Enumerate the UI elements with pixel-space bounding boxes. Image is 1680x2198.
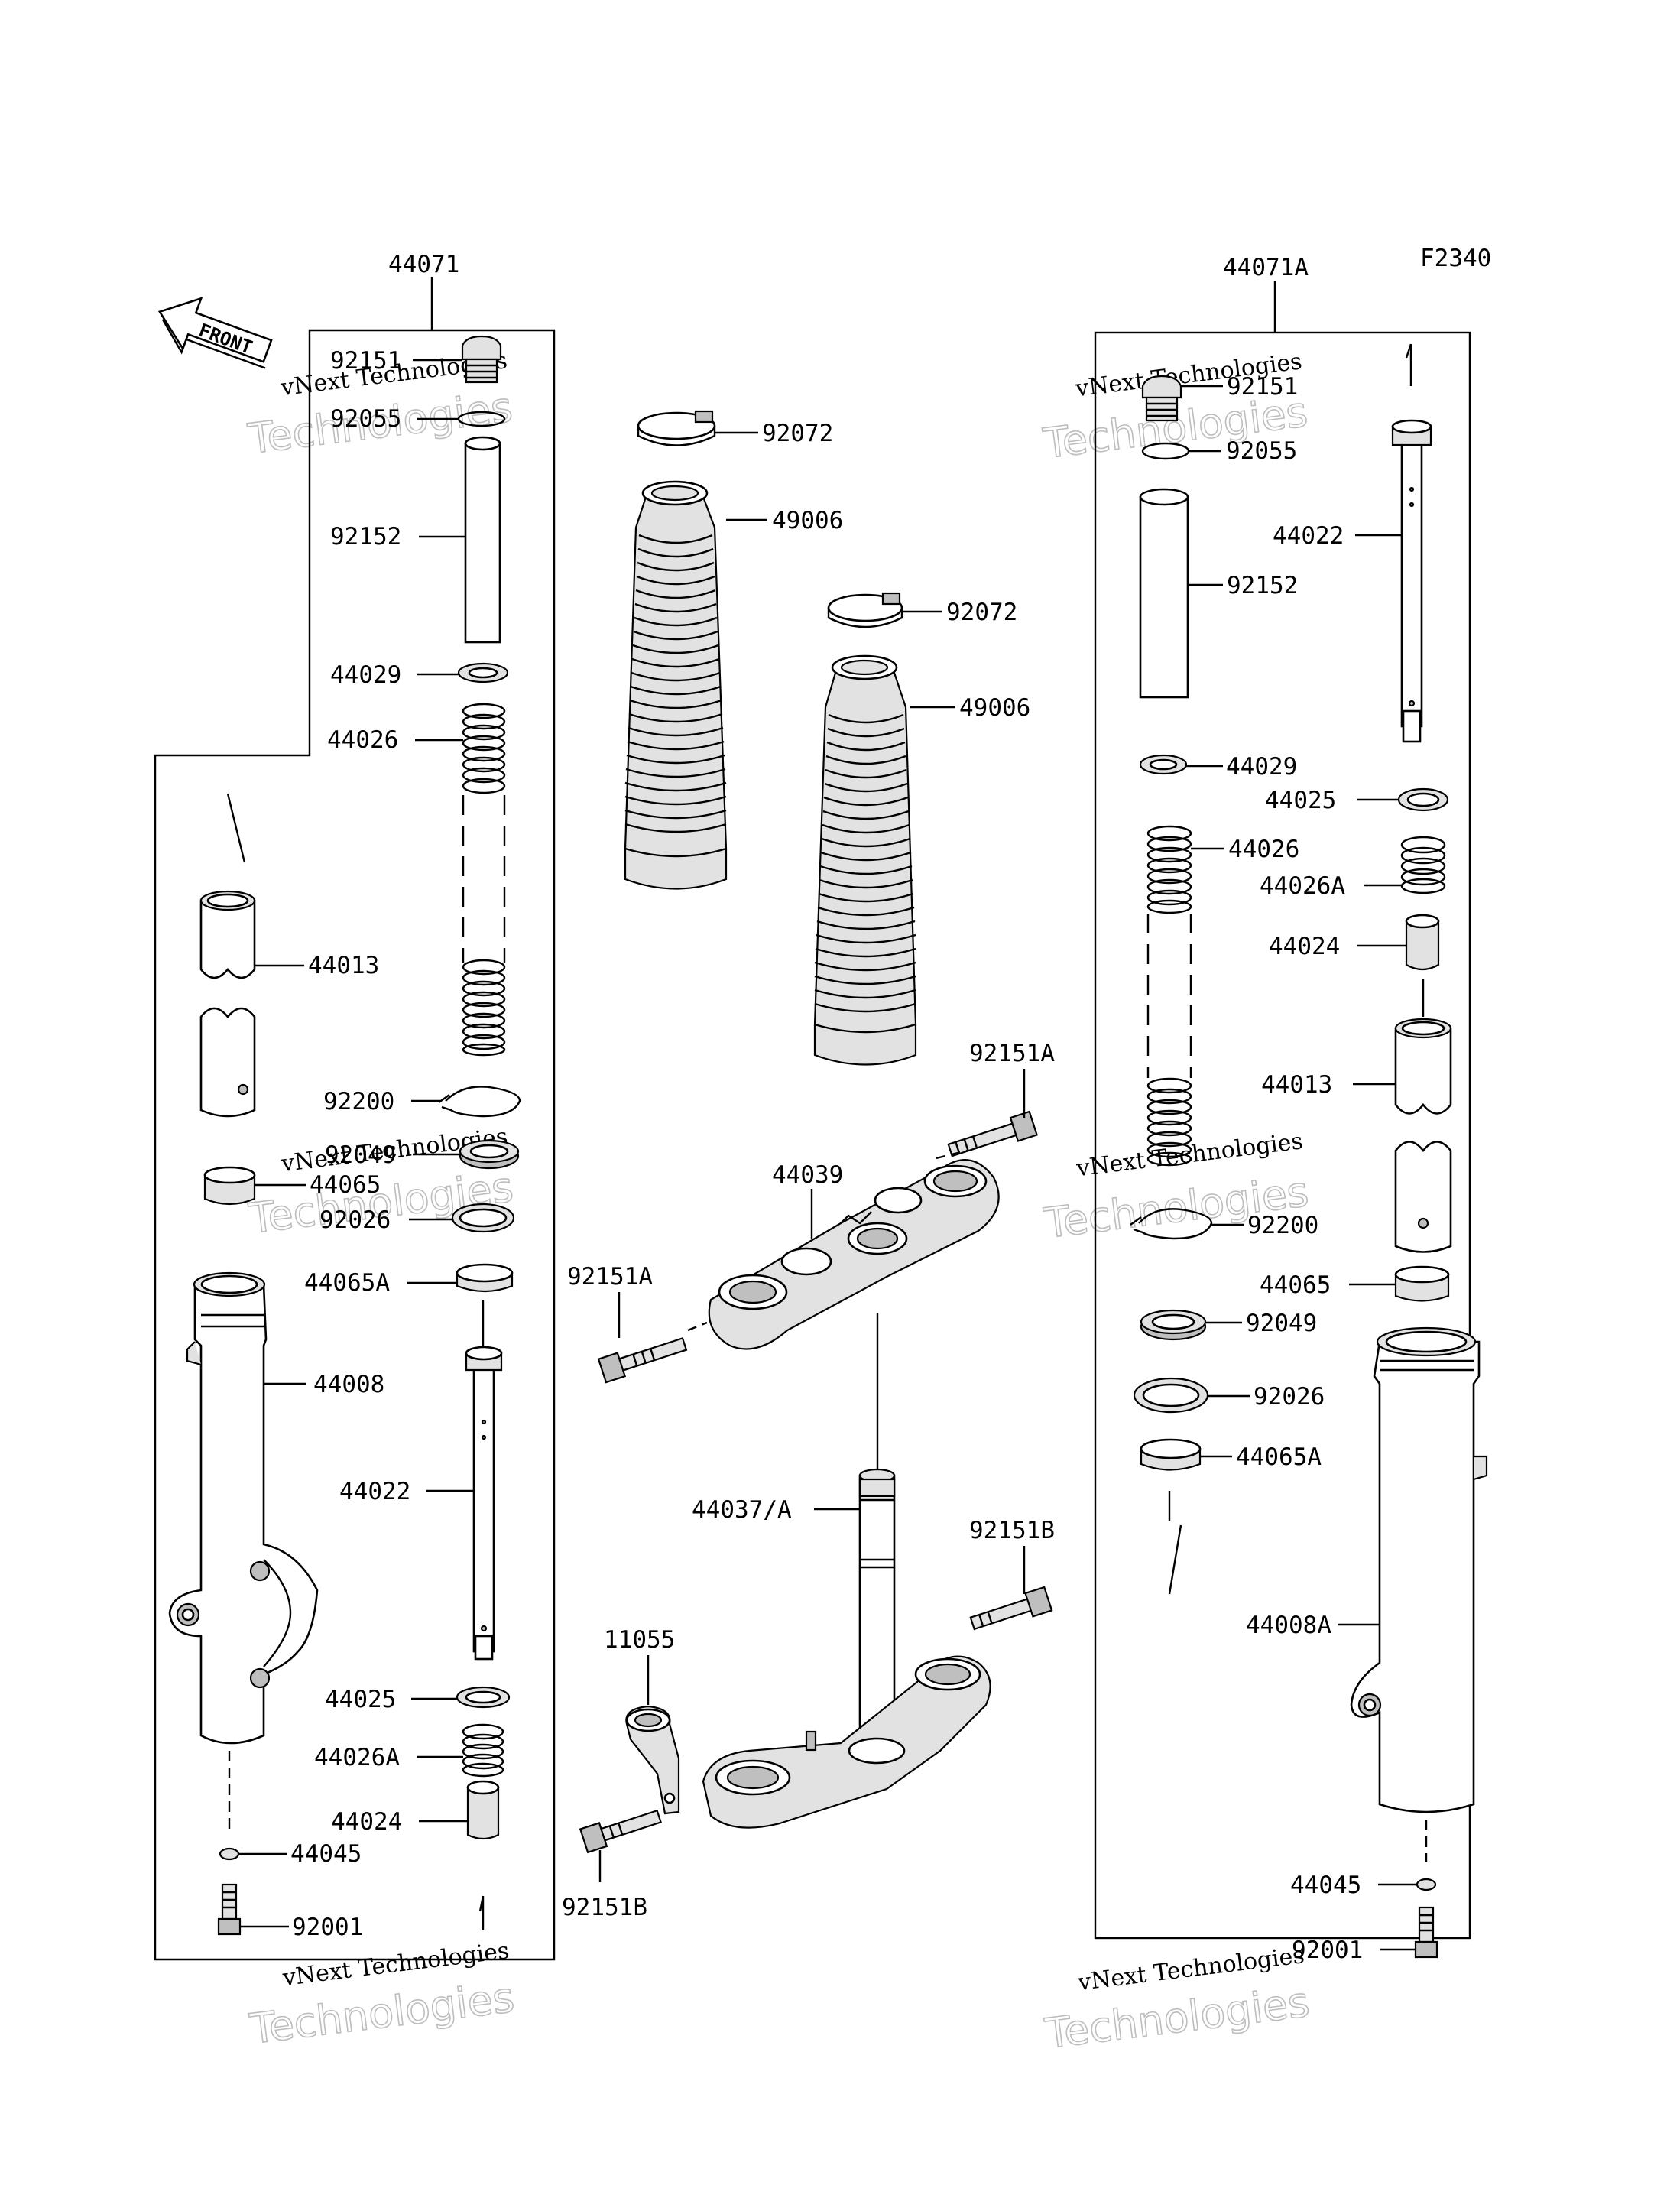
right-guide-bush-a	[1140, 1438, 1202, 1471]
boot-clamp-2	[827, 592, 903, 628]
label-right-guide-bush: 44065	[1260, 1271, 1331, 1299]
right-outer-tube	[1350, 1326, 1488, 1813]
label-left-rebound-spring: 44026A	[314, 1744, 400, 1771]
label-left-spacer: 92152	[330, 523, 401, 550]
label-right-seal-washer: 92026	[1254, 1383, 1325, 1411]
boot-clamp-1	[637, 410, 716, 446]
left-oil-seal	[459, 1139, 520, 1170]
label-left-spring: 44026	[327, 726, 398, 754]
label-right-spacer: 92152	[1227, 572, 1298, 599]
label-boot-2: 49006	[959, 694, 1030, 722]
right-guide-bush	[1394, 1265, 1450, 1302]
left-cap-bolt	[461, 335, 502, 384]
label-right-bottom-bolt: 92001	[1292, 1937, 1363, 1964]
right-assembly-frame	[1094, 331, 1471, 1940]
right-circlip	[1130, 1208, 1213, 1240]
label-right-gasket: 44045	[1290, 1872, 1361, 1899]
label-upper-bolt-right: 92151A	[969, 1040, 1055, 1067]
watermark-bottom-left: vNext Technologies Technologies	[246, 1937, 517, 2054]
label-right-washer: 44029	[1226, 753, 1297, 781]
upper-bolt-right	[947, 1110, 1038, 1157]
boot-1	[624, 480, 728, 890]
label-right-circlip: 92200	[1247, 1212, 1318, 1239]
label-left-cap-bolt: 92151	[330, 347, 401, 375]
label-left-circlip: 92200	[323, 1088, 394, 1115]
right-bottom-bolt	[1414, 1906, 1438, 1959]
upper-bolt-left	[597, 1337, 688, 1384]
label-right-oring: 92055	[1226, 437, 1297, 465]
label-upper-bracket: 44039	[772, 1161, 843, 1189]
right-inner-tube	[1394, 1018, 1452, 1253]
label-left-piece: 44024	[331, 1808, 402, 1836]
lower-bolt-left	[579, 1809, 662, 1854]
left-outer-tube	[168, 1271, 319, 1745]
right-spring	[1146, 825, 1192, 1167]
label-hose-guide: 11055	[604, 1626, 675, 1654]
hose-guide	[625, 1705, 680, 1815]
label-boot-clamp-1: 92072	[762, 420, 833, 447]
right-gasket	[1416, 1878, 1437, 1891]
right-assembly-title: 44071A	[1223, 254, 1309, 281]
right-rebound-spring	[1400, 836, 1446, 894]
label-left-oil-seal: 92049	[325, 1141, 396, 1169]
left-assembly-frame	[154, 329, 556, 1961]
label-left-gasket: 44045	[290, 1840, 362, 1868]
label-left-bottom-bolt: 92001	[292, 1914, 363, 1941]
label-upper-bolt-left: 92151A	[567, 1263, 653, 1291]
label-right-cap-bolt: 92151	[1227, 373, 1298, 401]
figure-code: F2340	[1420, 245, 1491, 272]
label-lower-bolt-left: 92151B	[562, 1894, 647, 1921]
label-right-cyl-washer: 44025	[1265, 787, 1336, 814]
left-circlip	[438, 1086, 521, 1118]
label-stem: 44037/A	[692, 1496, 792, 1524]
label-right-spring: 44026	[1228, 836, 1299, 863]
left-rebound-spring	[462, 1723, 504, 1778]
label-lower-bolt-right: 92151B	[969, 1517, 1055, 1544]
left-spring	[462, 703, 506, 1057]
lower-bracket	[702, 1655, 991, 1829]
label-left-oring: 92055	[330, 405, 401, 433]
right-piece	[1405, 914, 1440, 971]
label-left-cyl-washer: 44025	[325, 1686, 396, 1713]
label-right-oil-seal: 92049	[1246, 1310, 1317, 1337]
left-inner-tube	[199, 890, 256, 1118]
left-assembly-title: 44071	[388, 251, 459, 278]
label-left-outer-tube: 44008	[313, 1371, 384, 1398]
label-right-cylinder: 44022	[1273, 522, 1344, 550]
left-piece	[466, 1780, 500, 1840]
right-oil-seal	[1140, 1309, 1207, 1341]
label-left-seal-washer: 92026	[319, 1206, 391, 1234]
label-left-guide-bush-a: 44065A	[304, 1269, 390, 1297]
label-left-inner-tube: 44013	[308, 952, 379, 979]
label-right-outer-tube: 44008A	[1246, 1612, 1331, 1639]
right-spacer	[1139, 488, 1189, 699]
left-guide-bush	[203, 1166, 256, 1206]
left-bottom-bolt	[217, 1883, 242, 1936]
lower-bolt-right	[969, 1586, 1053, 1631]
label-right-inner-tube: 44013	[1261, 1071, 1332, 1099]
label-boot-clamp-2: 92072	[946, 599, 1017, 626]
label-left-cylinder: 44022	[339, 1478, 410, 1505]
boot-2	[813, 654, 917, 1066]
label-right-rebound-spring: 44026A	[1260, 872, 1345, 900]
right-cylinder	[1391, 419, 1432, 743]
left-spacer	[464, 436, 501, 644]
label-left-guide-bush: 44065	[310, 1171, 381, 1199]
left-cylinder	[465, 1346, 503, 1661]
front-arrow-icon: FRONT	[157, 297, 273, 369]
left-guide-bush-a	[456, 1263, 514, 1293]
label-left-washer: 44029	[330, 661, 401, 689]
upper-bracket	[708, 1159, 1000, 1350]
right-cap-bolt	[1141, 375, 1182, 422]
watermark-bottom-right: vNext Technologies Technologies	[1042, 1942, 1313, 2059]
left-gasket	[219, 1847, 240, 1861]
label-right-guide-bush-a: 44065A	[1236, 1443, 1322, 1471]
label-right-piece: 44024	[1269, 933, 1340, 960]
label-boot-1: 49006	[772, 507, 843, 534]
